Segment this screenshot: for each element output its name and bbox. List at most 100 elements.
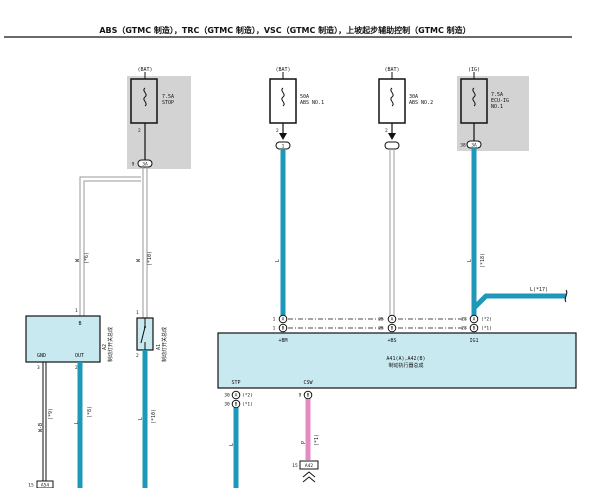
- ecu-body: [25, 315, 101, 363]
- fuse-element-icon: [143, 87, 147, 107]
- fuse-name: ECU-IG: [491, 98, 509, 104]
- connector-id: A42: [305, 463, 313, 469]
- gnd-wire: W-B (*9) A54 15: [28, 362, 54, 488]
- wire-branch: [472, 293, 566, 310]
- wire-color-label: W: [136, 258, 142, 262]
- wire-ref-label: (*1): [314, 434, 320, 446]
- out-label: OUT: [75, 353, 84, 359]
- left-ecu: 1 B GND OUT 3 2 A2 制动灯开关总成: [25, 308, 114, 371]
- wire-ref-label: (*18): [480, 253, 486, 268]
- brake-actuator: A 1 B 1 A 25 B 25 A 28 (*2) B 28 (*1) +B…: [217, 314, 577, 409]
- wire-ref-label: (*10): [151, 409, 157, 424]
- pin-id: B: [391, 326, 394, 332]
- pin-ref: (*2): [242, 393, 253, 399]
- fuse-element-icon: [472, 87, 476, 107]
- connector-pin: 15: [28, 483, 34, 488]
- ecu-name: 制动灯开关总成: [107, 327, 114, 362]
- stop-wires: W (*6) W (*10): [75, 167, 153, 318]
- wire-ref-label: (*8): [87, 406, 93, 418]
- wire-color-label: L: [138, 417, 144, 420]
- connector-id: 3A: [142, 162, 148, 168]
- pin-id: A: [391, 317, 394, 323]
- fuse-source: (BAT): [275, 67, 290, 73]
- arrow-down-icon: [279, 133, 287, 140]
- pin-bottom: 2: [136, 353, 139, 359]
- fuse-rating: 50A: [300, 94, 309, 100]
- chevron-up-icon: [302, 471, 316, 483]
- fuse-element-icon: [281, 87, 285, 107]
- fuse-stop: (BAT) 7.5A STOP 2 3A 9: [127, 67, 191, 169]
- diagram-title: ABS（GTMC 制造），TRC（GTMC 制造），VSC（GTMC 制造），上…: [99, 25, 470, 35]
- stp-wire: L: [229, 408, 239, 488]
- fuse-pin: 2: [385, 128, 388, 134]
- pin-num: 30: [224, 393, 230, 399]
- connector-id: A54: [41, 483, 49, 488]
- pin-id: A: [282, 317, 285, 323]
- stpsw-out-wire: L (*10): [138, 350, 157, 488]
- out-pin: 2: [75, 365, 78, 371]
- connector-pin: 15: [292, 463, 298, 469]
- fuse-pin: 2: [138, 128, 141, 134]
- pin-num: 30: [224, 402, 230, 408]
- wire-color-label: W-B: [38, 423, 44, 432]
- switch-pivot: [144, 326, 146, 328]
- pin-label-stp: STP: [231, 380, 240, 386]
- pin-id: B: [473, 326, 476, 332]
- pin-ref: (*2): [481, 317, 492, 323]
- actuator-body: [217, 332, 577, 389]
- fuse-body: [130, 78, 158, 124]
- pin-label-ig1: IG1: [469, 338, 478, 344]
- wire-color-label: L: [467, 259, 473, 262]
- connector-3a: [137, 159, 153, 168]
- fuse-name: STOP: [162, 100, 174, 106]
- pin-label-bs: +BS: [387, 338, 396, 344]
- abs2-wire: [389, 149, 395, 316]
- pin-ref: (*1): [481, 326, 492, 332]
- wire-color-label: L: [229, 443, 235, 446]
- pin-label-b: B: [78, 321, 81, 327]
- fuse-source: (IG): [468, 67, 480, 73]
- connector-pin: 38: [460, 143, 466, 149]
- pin-bs-b: [387, 323, 397, 333]
- pin-num: 1: [273, 317, 276, 323]
- pin-bm-a: [278, 314, 288, 324]
- wire-edge: [83, 180, 141, 316]
- pin-num: 25: [378, 326, 384, 332]
- pin-id: B: [235, 402, 238, 408]
- pin-num: 28: [461, 317, 467, 323]
- pin-top: 1: [136, 310, 139, 316]
- pin-ref: (*1): [242, 402, 253, 408]
- pin-bm-b: [278, 323, 288, 333]
- wire-ref-label: (*6): [84, 252, 90, 264]
- fuse-name: ABS NO.2: [409, 100, 433, 106]
- pin-num: 1: [273, 326, 276, 332]
- connector-id: 3A: [471, 143, 477, 149]
- pin-stp-a: [231, 390, 241, 400]
- pin-label-bm: +BM: [278, 338, 287, 344]
- fuse-abs1: (BAT) 50A ABS NO.1 2 1: [269, 67, 324, 150]
- fuse-source: (BAT): [137, 67, 152, 73]
- actuator-name-cn: 制动执行器总成: [388, 362, 423, 369]
- fuse-source: (BAT): [384, 67, 399, 73]
- pin-top: 1: [75, 308, 78, 314]
- pin-num: 28: [461, 326, 467, 332]
- wire-color-label: L: [275, 259, 281, 262]
- connector-pin: 9: [132, 162, 135, 168]
- ecu-ref-num: A2: [102, 344, 108, 350]
- wire-color-label: W: [75, 258, 81, 262]
- wire-edge: [79, 176, 141, 316]
- gnd-label: GND: [37, 353, 46, 359]
- csw-wire: P (*1) A42 15: [292, 399, 320, 483]
- pin-id: B: [282, 326, 285, 332]
- fuse-name: ABS NO.1: [300, 100, 324, 106]
- pin-csw: [303, 390, 313, 400]
- connector-plain: [384, 141, 400, 150]
- gnd-pin: 3: [37, 365, 40, 371]
- pin-ig-b: [469, 323, 479, 333]
- switch-name: 制动灯开关总成: [161, 327, 168, 362]
- pin-ig-a: [469, 314, 479, 324]
- wire-break-icon: [564, 289, 568, 303]
- wire-color-label: L: [74, 421, 80, 424]
